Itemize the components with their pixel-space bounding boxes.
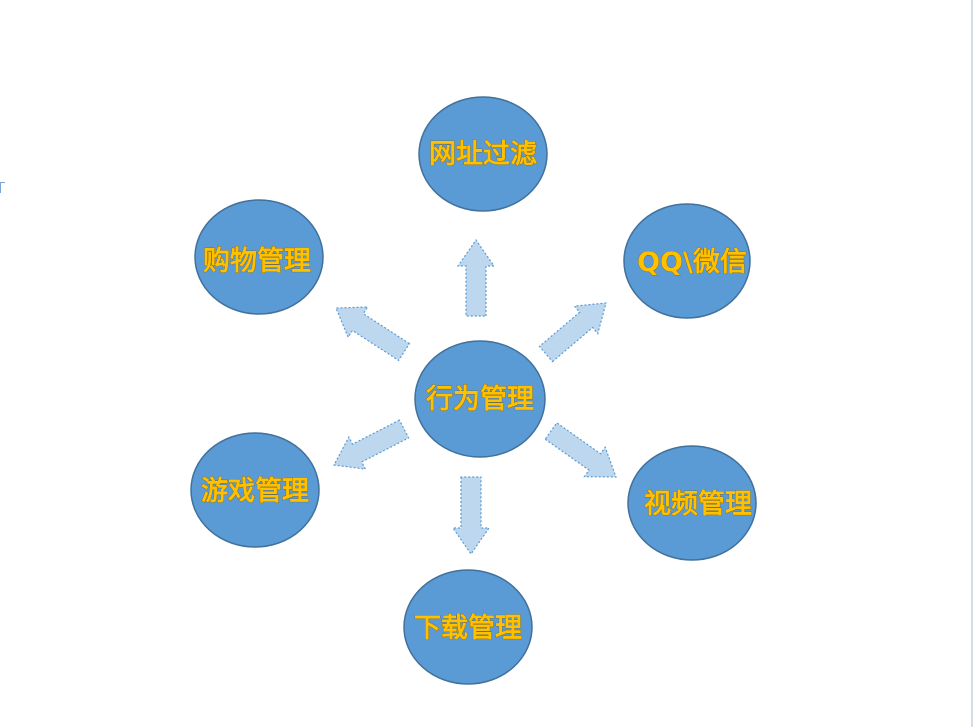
arrow-to-download (451, 476, 491, 556)
page-edge-line (971, 0, 973, 727)
arrow-to-qq-wechat (538, 302, 607, 363)
node-game-circle (190, 432, 320, 548)
node-shopping-circle (194, 199, 324, 315)
node-url-filter-circle (418, 96, 548, 212)
arrow-to-url-filter (456, 238, 496, 317)
node-shopping-label: 购物管理 (203, 246, 311, 277)
node-game-label: 游戏管理 (201, 476, 309, 507)
node-download-circle (403, 569, 533, 685)
arrow-to-shopping (335, 306, 411, 362)
node-download-label: 下载管理 (414, 613, 522, 644)
node-video[interactable]: 视频管理 (627, 445, 757, 561)
nodes-layer: 行为管理 网址过滤 QQ\微信 视频管理 下载管理 游戏管理 购物管理 (190, 96, 757, 685)
node-qq-wechat-circle (623, 203, 751, 319)
center-node[interactable]: 行为管理 (414, 340, 546, 458)
node-video-circle (627, 445, 757, 561)
node-url-filter-label: 网址过滤 (429, 139, 537, 170)
node-shopping[interactable]: 购物管理 (194, 199, 324, 315)
center-node-label: 行为管理 (425, 383, 534, 415)
arrow-to-game (333, 419, 410, 470)
node-video-label: 视频管理 (644, 489, 752, 520)
edge-mark-icon (0, 182, 5, 193)
arrows-layer (333, 238, 617, 556)
arrow-to-video (544, 421, 617, 478)
node-game[interactable]: 游戏管理 (190, 432, 320, 548)
node-qq-wechat[interactable]: QQ\微信 (623, 203, 751, 319)
node-download[interactable]: 下载管理 (403, 569, 533, 685)
center-node-circle (414, 340, 546, 458)
node-qq-wechat-label: QQ\微信 (637, 247, 747, 278)
node-url-filter[interactable]: 网址过滤 (418, 96, 548, 212)
